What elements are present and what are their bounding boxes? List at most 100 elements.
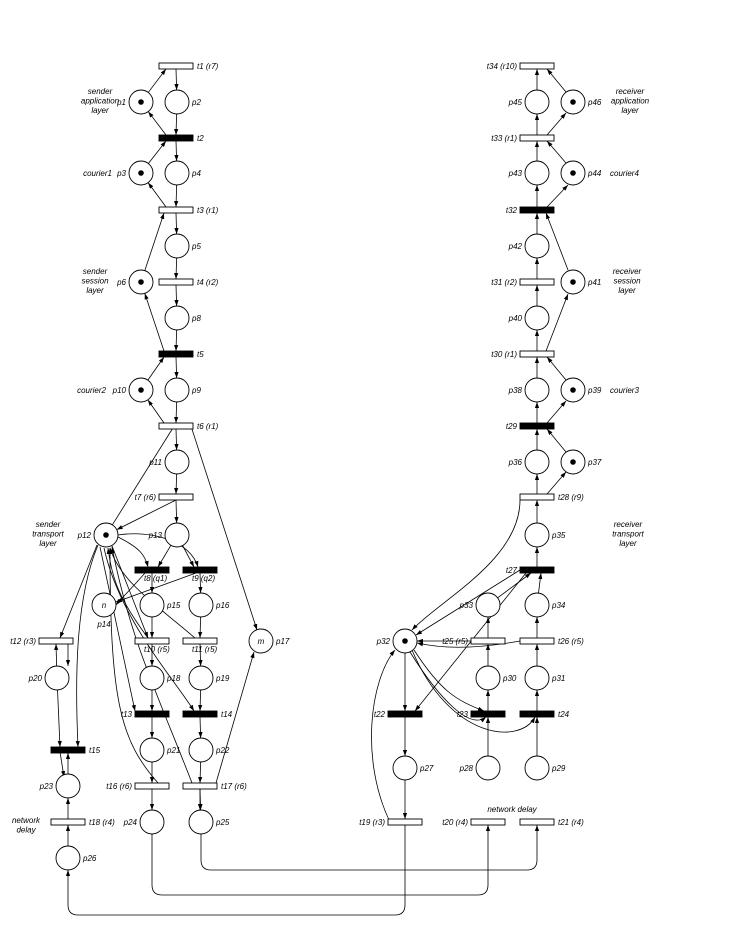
place-label: p17 <box>275 637 290 646</box>
place-label: p40 <box>508 314 523 323</box>
transition-bar <box>158 134 194 142</box>
place-circle <box>164 89 190 115</box>
transition-bar <box>158 206 194 214</box>
place-p21: p21 <box>139 737 180 763</box>
place-circle <box>524 160 550 186</box>
transition-label: t20 (r4) <box>442 818 468 827</box>
place-p29: p29 <box>524 755 566 781</box>
transition-label: t10 (r5) <box>144 645 170 654</box>
place-label: p9 <box>191 386 201 395</box>
place-label: p35 <box>551 531 566 540</box>
arc <box>151 825 491 896</box>
annotation-line: application <box>81 97 120 106</box>
place-label: p37 <box>587 458 602 467</box>
transition-bar <box>519 818 555 826</box>
arc <box>415 569 521 636</box>
transition-t22: t22 <box>374 710 423 719</box>
transition-bar <box>519 134 555 142</box>
place-circle <box>524 522 550 548</box>
place-p22: p22 <box>188 737 230 763</box>
arcs-layer <box>54 68 569 916</box>
annotation-line: application <box>611 97 650 106</box>
place-label: p39 <box>587 386 602 395</box>
arc <box>174 428 179 451</box>
arc <box>198 616 203 639</box>
transition-bar <box>158 422 194 430</box>
arc <box>148 140 167 164</box>
place-label: p22 <box>215 746 230 755</box>
arc <box>411 499 521 631</box>
transition-label: t34 (r10) <box>487 62 518 71</box>
place-label: p27 <box>419 764 434 773</box>
place-p10: p10 <box>112 377 154 403</box>
annotation-line: layer <box>39 539 57 548</box>
arc <box>174 284 179 307</box>
arc <box>174 257 179 280</box>
annotation-line: receiver <box>613 267 642 276</box>
place-p46: p46 <box>560 89 602 115</box>
annotation-line: courier1 <box>83 169 112 178</box>
transition-label: t26 (r5) <box>558 637 584 646</box>
transition-t34: t34 (r10) <box>487 62 555 71</box>
place-label: p45 <box>508 98 523 107</box>
arc <box>174 140 179 162</box>
arc <box>117 536 149 568</box>
place-label: p32 <box>376 637 391 646</box>
transition-bar <box>519 62 555 70</box>
transition-label: t32 <box>506 206 518 215</box>
transition-label: t30 (r1) <box>491 350 517 359</box>
arc <box>57 689 62 748</box>
place-label: p10 <box>112 386 127 395</box>
token-dot <box>570 99 576 105</box>
place-p44: p44 <box>560 160 602 186</box>
place-circle <box>475 592 501 618</box>
annotation-line: layer <box>86 286 104 295</box>
transition-label: t22 <box>374 710 386 719</box>
transition-t14: t14 <box>182 710 233 719</box>
arc <box>174 329 179 352</box>
token-dot <box>402 638 408 644</box>
place-p41: p41 <box>560 269 601 295</box>
place-label: p3 <box>116 169 126 178</box>
arc <box>99 546 136 712</box>
place-label: p23 <box>39 782 54 791</box>
transition-t2: t2 <box>158 134 204 143</box>
arc <box>115 572 146 606</box>
transition-label: t19 (r3) <box>359 818 385 827</box>
arc <box>545 293 569 352</box>
place-p36: p36 <box>508 449 550 475</box>
arc <box>144 293 165 352</box>
transition-bar <box>519 493 555 501</box>
arc <box>147 399 165 424</box>
annotation-line: sender <box>83 267 108 276</box>
transition-label: t1 (r7) <box>197 62 219 71</box>
place-circle <box>164 160 190 186</box>
transition-t30: t30 (r1) <box>491 350 555 359</box>
arc <box>198 689 203 712</box>
transition-t9: t9 (q2) <box>182 566 218 583</box>
arc <box>109 547 196 639</box>
token-dot <box>570 279 576 285</box>
transition-t8: t8 (q1) <box>134 566 170 583</box>
arc <box>157 545 172 568</box>
transition-t31: t31 (r2) <box>491 278 555 287</box>
place-label: p41 <box>587 278 601 287</box>
arc <box>174 212 179 235</box>
place-label: p28 <box>459 764 474 773</box>
place-circle <box>475 665 501 691</box>
arc <box>215 651 255 784</box>
arc <box>545 212 569 271</box>
place-p31: p31 <box>524 665 565 691</box>
place-label: p13 <box>148 531 163 540</box>
transition-t29: t29 <box>506 422 555 431</box>
arc <box>115 572 197 603</box>
transition-bar <box>134 710 170 718</box>
place-label: p44 <box>587 169 602 178</box>
place-p5: p5 <box>164 233 201 259</box>
place-label: p21 <box>166 746 180 755</box>
place-circle <box>188 665 214 691</box>
